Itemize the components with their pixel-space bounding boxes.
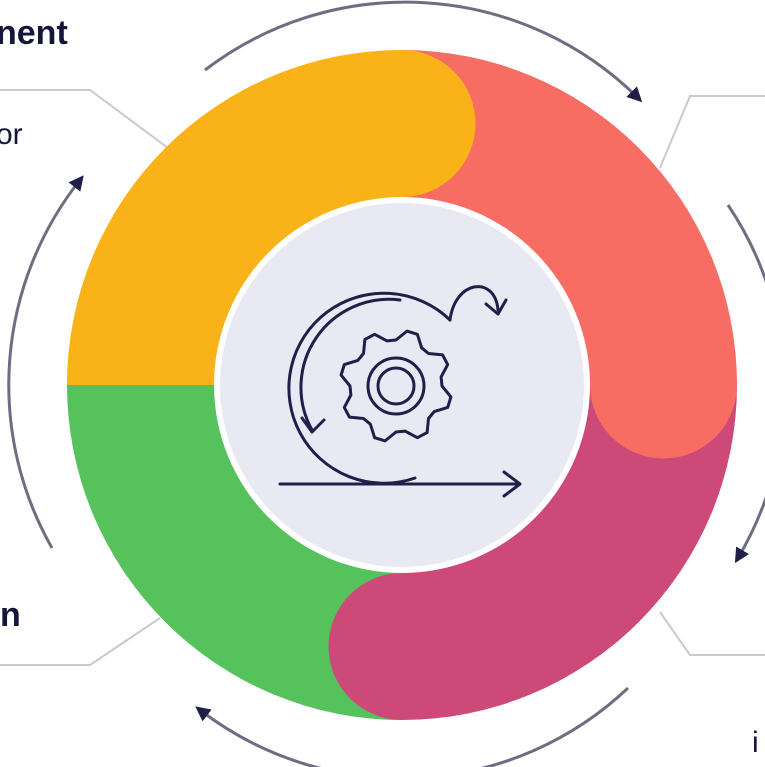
arrow-right	[726, 204, 765, 564]
connector-top-left	[0, 89, 169, 149]
loop-arc-inner	[299, 297, 402, 432]
bottom-left-title: n	[0, 596, 21, 634]
bottom-right-segment	[328, 385, 737, 720]
outer-flow-arrows	[7, 0, 765, 767]
cycle-ring	[67, 50, 737, 720]
loop-arc	[287, 291, 452, 485]
top-left-title: nent	[0, 14, 68, 52]
left-arrowhead	[300, 416, 326, 434]
gear-icon	[339, 329, 453, 443]
top-left-segment	[67, 50, 476, 385]
connector-top-right	[659, 95, 765, 169]
top-left-text: or	[0, 118, 23, 151]
top-loop-arrowhead	[484, 298, 508, 316]
top-loop-arrow	[448, 285, 500, 322]
connector-bottom-left	[0, 617, 161, 666]
top-right-segment	[402, 50, 737, 459]
bottom-right-text: i	[752, 726, 759, 759]
arrow-left	[7, 175, 84, 549]
arrow-bottom	[195, 686, 630, 767]
connector-lines	[0, 89, 765, 666]
forward-arrowhead	[502, 470, 522, 498]
gear-cycle-icon	[278, 285, 522, 498]
arrow-top	[204, 0, 643, 103]
center-disc	[220, 203, 584, 567]
connector-bottom-right	[659, 611, 765, 656]
